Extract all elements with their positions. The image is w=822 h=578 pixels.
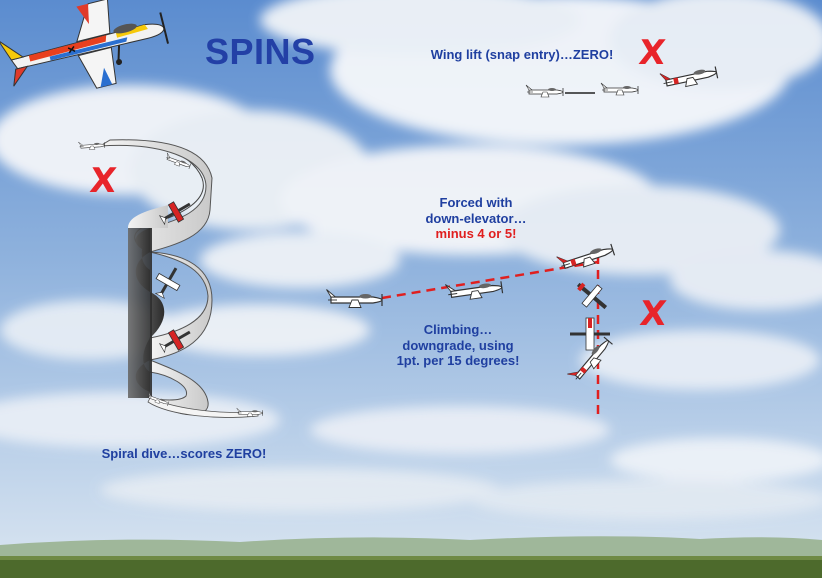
cross-mark-icon: X	[636, 33, 668, 73]
forced-line-2: down-elevator…	[425, 210, 527, 226]
distant-hills	[0, 536, 822, 560]
ground	[0, 556, 822, 578]
cross-mark-icon: X	[87, 161, 119, 201]
climb-line-3: 1pt. per 15 degrees!	[396, 353, 520, 369]
spiral-dive-label: Spiral dive…scores ZERO!	[101, 446, 267, 461]
forced-penalty: minus 4 or 5!	[435, 226, 517, 242]
page-title: SPINS	[205, 31, 316, 72]
climbing-path	[381, 255, 600, 418]
climb-line-2: downgrade, using	[402, 337, 514, 353]
spiral-plane-red-1	[158, 201, 191, 226]
forced-label: Forced with down-elevator… minus 4 or 5!	[396, 195, 556, 242]
clouds	[0, 0, 822, 520]
wing-lift-label: Wing lift (snap entry)…ZERO!	[430, 47, 614, 62]
spin-plane-1	[576, 282, 608, 310]
spiral-plane-middle	[154, 267, 181, 300]
climbing-label: Climbing… downgrade, using 1pt. per 15 d…	[378, 322, 538, 369]
climb-line-1: Climbing…	[423, 322, 493, 337]
forced-line-1: Forced with	[439, 195, 513, 210]
spiral-plane-red-2	[158, 329, 191, 354]
cross-mark-icon: X	[637, 294, 669, 334]
spin-plane-2	[570, 317, 610, 351]
aerobatic-plane-icon	[0, 0, 170, 89]
